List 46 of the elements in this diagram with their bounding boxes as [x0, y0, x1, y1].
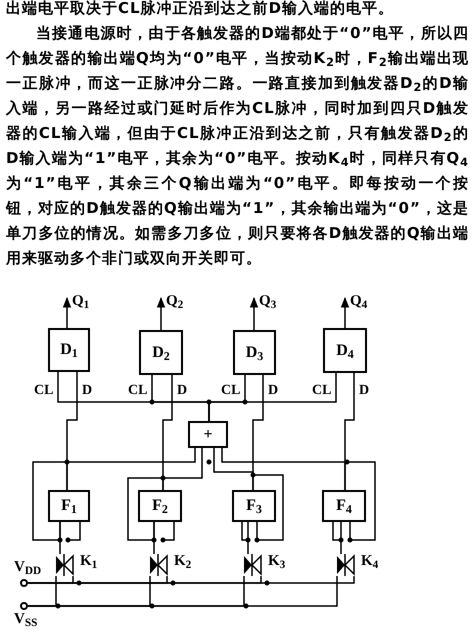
edge-label: Q$_{3}$: [259, 294, 276, 309]
wire: [247, 522, 249, 554]
output-arrow: [250, 296, 258, 330]
wire: [221, 448, 346, 490]
edge-label: Q$_{2}$: [166, 294, 184, 309]
wire: [153, 522, 155, 554]
flip-flop-box: D$_{1}$: [48, 328, 90, 372]
pin-label: D: [82, 384, 92, 398]
pin-label: CL: [312, 384, 332, 398]
terminal-label: V$_{SS}$: [14, 612, 38, 627]
or-gate-box: +: [188, 421, 228, 448]
trigger-box: F$_{1}$: [48, 490, 90, 522]
switch-label: K$_{1}$: [80, 554, 98, 569]
flip-flop-box: D$_{2}$: [139, 330, 183, 375]
switch-label: K$_{2}$: [174, 554, 192, 569]
trigger-box: F$_{2}$: [138, 490, 182, 522]
trigger-box: F$_{3}$: [232, 490, 276, 522]
output-arrow: [62, 296, 72, 328]
output-arrow: [340, 296, 350, 328]
flip-flop-box: D$_{4}$: [323, 328, 367, 373]
terminal: [20, 602, 28, 610]
pin-label: CL: [221, 384, 240, 398]
wire: [28, 576, 355, 584]
pin-label: D: [177, 384, 188, 398]
terminal: [20, 579, 28, 587]
wire: [208, 373, 337, 421]
output-arrow: [156, 296, 166, 330]
pin-label: D: [268, 384, 278, 398]
pin-label: CL: [34, 384, 54, 398]
wire: [28, 576, 338, 607]
switch-label: K$_{4}$: [361, 554, 378, 569]
paragraph: 出端电平取决于CL脉冲正沿到达之前D输入端的电平。: [6, 0, 396, 19]
pin-label: CL: [128, 384, 148, 398]
paragraph: 当接通电源时，由于各触发器的D端都处于“0”电平，所以四个触发器的输出端Q均为“0”电平，当按动K$_{2}$时，F$_{2}$输出端出现一正脉冲，而这一正脉冲分二路。一路直接加到触发器D$_{2}$的D输入端，另一路经过或门延时后作为CL脉冲，同时加到四只D触发器的CL输入端，但由于CL脉冲正沿到达之前，只有触发器D$_{2}$的D输入端为“1”电平，其余为“0”电平。按动K$_{4}$时，同样只有Q$_{4}$为“1”电平，其余三个Q输出端为“0”电平。即每按动一个按钮，对应的D触发器的Q输出端为“1”，其余输出端为“0”，这是单刀多位的情况。如需多刀多位，则只要将各D触发器的Q输出端用来驱动多个非门或双向开关即可。: [6, 23, 469, 269]
pin-label: D: [359, 384, 370, 398]
terminal-label: V$_{DD}$: [14, 560, 42, 575]
wire: [213, 448, 254, 490]
wire: [59, 522, 61, 554]
flip-flop-box: D$_{3}$: [233, 330, 276, 375]
edge-label: Q$_{4}$: [350, 294, 368, 309]
switch-label: K$_{3}$: [268, 554, 286, 569]
edge-label: Q$_{1}$: [72, 294, 90, 309]
trigger-box: F$_{4}$: [322, 490, 366, 522]
wire: [340, 522, 342, 554]
wire: [162, 448, 203, 490]
wire: [66, 448, 196, 490]
